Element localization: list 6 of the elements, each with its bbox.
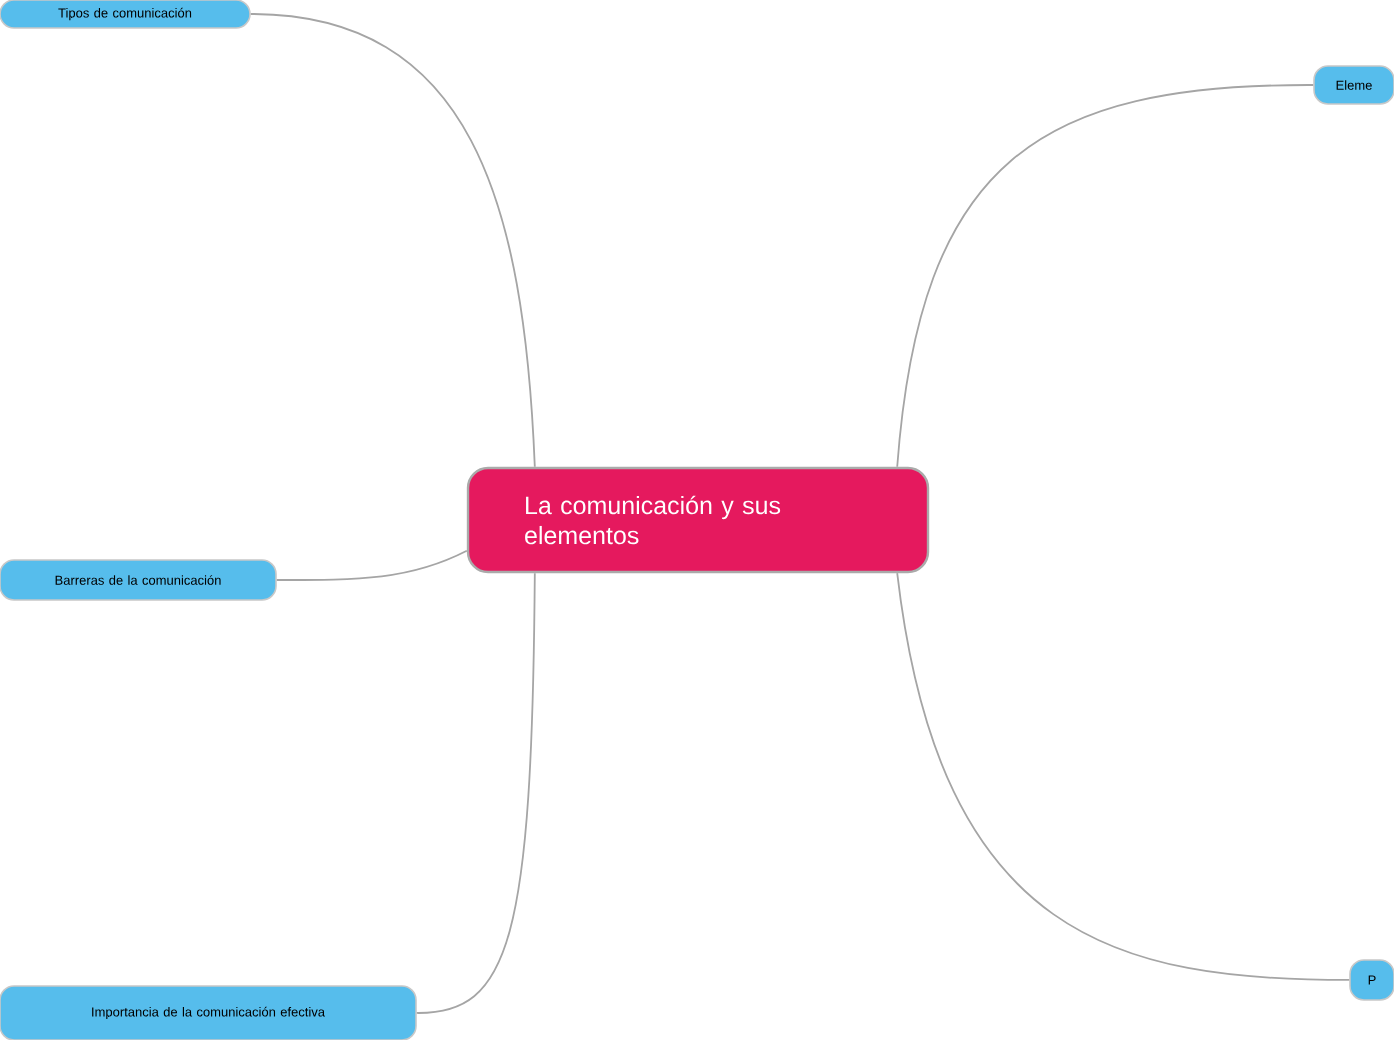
connector-line (275, 549, 468, 581)
connector-line (249, 13, 536, 468)
connector-line (896, 84, 1315, 468)
central-topic-box: La comunicación y sus elementos (466, 466, 930, 574)
connector-line (415, 572, 536, 1014)
connector-line (896, 572, 1351, 981)
